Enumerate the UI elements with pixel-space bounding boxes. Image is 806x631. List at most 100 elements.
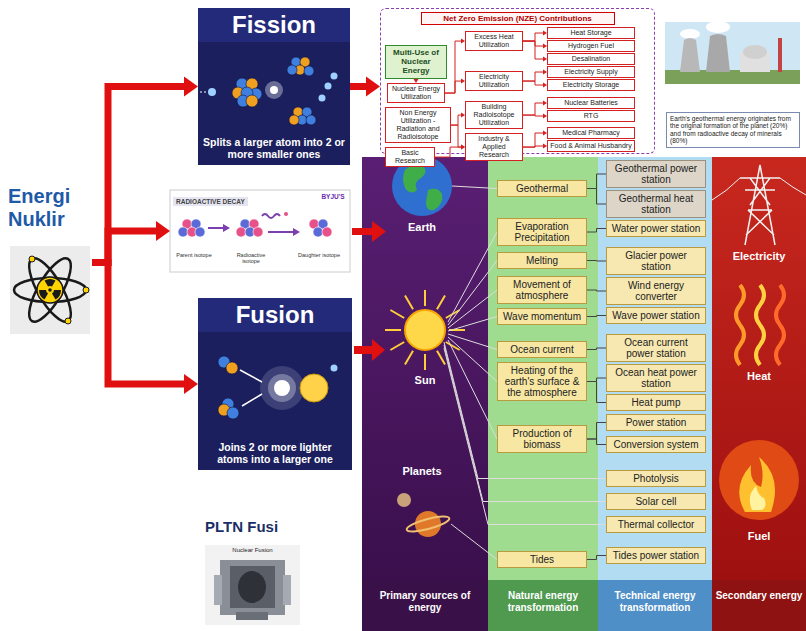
heat-symbol bbox=[776, 285, 784, 365]
connector-path bbox=[523, 33, 543, 41]
connector-path bbox=[435, 147, 461, 157]
sun-symbol bbox=[424, 354, 426, 370]
connector-arrow bbox=[451, 125, 465, 149]
connector-path bbox=[587, 189, 606, 205]
column-header: Natural energy transformation bbox=[491, 590, 595, 613]
connector-line bbox=[587, 189, 606, 205]
energy-chart-columns bbox=[598, 157, 712, 580]
decay-illustration bbox=[195, 227, 205, 237]
node-body: Splits a larger atom into 2 or more smal… bbox=[198, 136, 350, 165]
output-label: Heat bbox=[716, 370, 802, 382]
connector-path bbox=[92, 263, 184, 385]
energy-chart-columns bbox=[712, 157, 806, 580]
technology-box: Glacier power station bbox=[606, 247, 706, 275]
power-plant-photo bbox=[778, 38, 782, 72]
fission-illustration bbox=[246, 95, 258, 107]
node-title: Wave power station bbox=[610, 310, 702, 321]
process-box: Desalination bbox=[547, 53, 635, 65]
fission-illustration bbox=[319, 95, 326, 102]
connector-path bbox=[587, 229, 606, 233]
energy-chart-columns bbox=[712, 580, 806, 631]
fusion-illustration bbox=[260, 366, 304, 410]
connector-path bbox=[445, 81, 461, 93]
connector-path bbox=[587, 316, 606, 317]
connector-line bbox=[587, 316, 606, 317]
fuel-symbol bbox=[739, 457, 775, 512]
process-box: Nuclear Batteries bbox=[547, 97, 635, 109]
connector-line bbox=[587, 229, 606, 233]
node-title: Excess Heat Utilization bbox=[468, 33, 520, 49]
sun-symbol bbox=[390, 342, 404, 350]
connector-arrow bbox=[445, 39, 465, 94]
node-title: Fusion bbox=[198, 298, 352, 329]
transformation-box: Geothermal bbox=[497, 180, 587, 197]
sun-symbol bbox=[437, 295, 445, 309]
red-arrow bbox=[92, 221, 170, 263]
sun-symbol bbox=[390, 310, 404, 318]
node-title: Heat Storage bbox=[550, 29, 632, 37]
process-box: Hydrogen Fuel bbox=[547, 40, 635, 52]
atom-icon bbox=[29, 256, 35, 262]
fusion-reactor-photo bbox=[220, 560, 285, 615]
connector-arrow bbox=[523, 31, 547, 42]
fusion-illustration bbox=[240, 370, 262, 406]
connector-path bbox=[587, 290, 606, 291]
sun-line bbox=[448, 337, 497, 382]
node-title: Hydrogen Fuel bbox=[550, 42, 632, 50]
planets-symbol bbox=[415, 511, 441, 537]
connector-arrow bbox=[523, 41, 547, 61]
decay-illustration bbox=[293, 228, 300, 236]
decay-illustration bbox=[284, 212, 288, 216]
connector-path bbox=[587, 556, 606, 560]
transformation-box: Ocean current bbox=[497, 341, 587, 358]
source-label: Planets bbox=[392, 465, 452, 477]
node-title: Multi-Use of Nuclear Energy bbox=[388, 48, 444, 76]
connector-path bbox=[587, 423, 606, 440]
isotope-label: Daughter isotope bbox=[296, 252, 342, 258]
pylon-symbol bbox=[712, 165, 806, 245]
fusion-reactor-photo bbox=[205, 545, 300, 625]
process-box: Excess Heat Utilization bbox=[465, 31, 523, 51]
fission-illustration bbox=[306, 115, 316, 125]
fusion-panel: FusionJoins 2 or more lighter atoms into… bbox=[198, 298, 352, 470]
caption-box: Earth's geothermal energy originates fro… bbox=[666, 112, 800, 148]
node-title: Fission bbox=[198, 8, 350, 39]
fission-illustration bbox=[331, 73, 338, 80]
node-title: Nuclear Energy Utilization bbox=[390, 85, 442, 101]
source-label: Earth bbox=[397, 221, 447, 233]
column-header: Secondary energy bbox=[715, 590, 803, 602]
connector-line bbox=[587, 378, 606, 382]
fuel-symbol bbox=[719, 440, 799, 520]
node-title: Water power station bbox=[610, 223, 702, 234]
transformation-box: Tides bbox=[497, 551, 587, 568]
node-title: Electricity Storage bbox=[550, 81, 632, 89]
connector-path bbox=[523, 41, 543, 59]
connector-path bbox=[523, 72, 543, 81]
decay-illustration bbox=[170, 190, 350, 272]
technology-box: Thermal collector bbox=[606, 516, 706, 533]
fission-illustration bbox=[198, 8, 350, 165]
decay-illustration bbox=[208, 214, 294, 232]
fuel-symbol bbox=[719, 440, 799, 520]
fusion-reactor-photo bbox=[236, 612, 268, 620]
logo-text: BYJU'S bbox=[318, 193, 348, 200]
atom-icon bbox=[52, 290, 61, 300]
connector-line bbox=[587, 174, 606, 189]
connector-line bbox=[587, 439, 606, 445]
node-title: Tides power station bbox=[610, 550, 702, 561]
isotope-label: Parent isotope bbox=[172, 252, 216, 258]
fusion-illustration bbox=[274, 380, 290, 396]
red-arrow bbox=[352, 228, 372, 235]
process-box: Multi-Use of Nuclear Energy bbox=[385, 45, 447, 79]
fusion-illustration bbox=[331, 365, 338, 372]
technology-box: Heat pump bbox=[606, 394, 706, 411]
arrow-head bbox=[366, 77, 380, 97]
fusion-illustration bbox=[198, 298, 352, 470]
node-title: Melting bbox=[501, 255, 583, 266]
energy-chart-columns bbox=[362, 157, 488, 580]
connector-path bbox=[350, 83, 366, 90]
energy-chart-columns bbox=[362, 580, 488, 631]
node-title: Photolysis bbox=[610, 473, 702, 484]
node-title: Movement of atmosphere bbox=[501, 279, 583, 301]
node-title: Ocean heat power station bbox=[610, 367, 702, 389]
